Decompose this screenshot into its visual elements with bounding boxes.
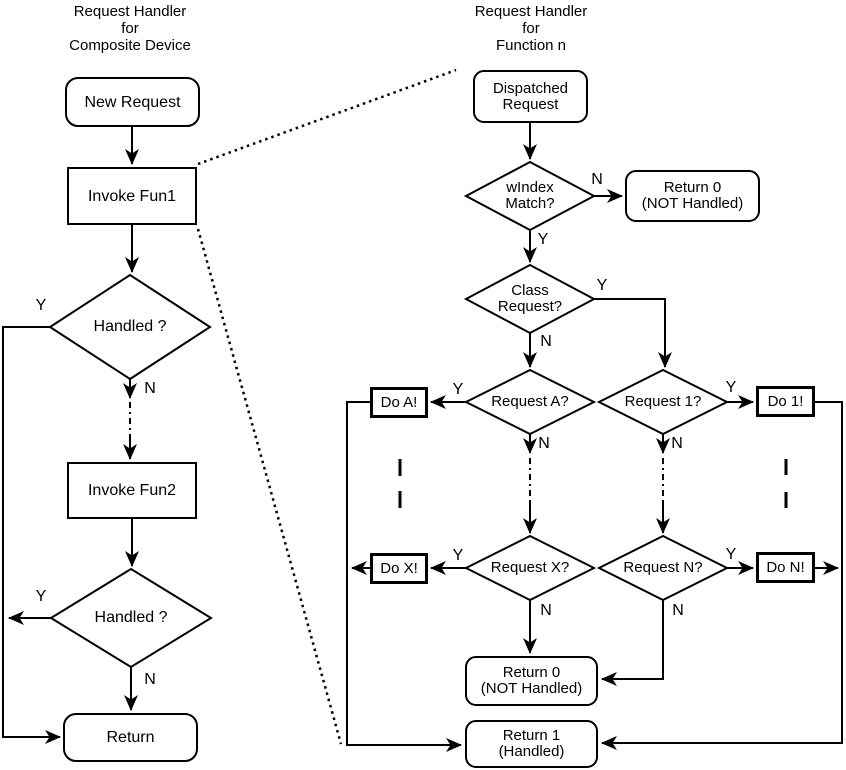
node-invoke-fun1: Invoke Fun1: [67, 167, 197, 225]
branch-label-class-no: N: [540, 333, 552, 350]
edge-handled1-yes-to-return: [2, 326, 61, 744]
branch-label-request1-yes: Y: [725, 379, 737, 396]
node-do-1: Do 1!: [756, 386, 815, 417]
node-return1: Return 1 (Handled): [465, 720, 598, 768]
branch-label-requesta-yes: Y: [452, 381, 464, 398]
node-request-a-label: Request A?: [491, 393, 569, 410]
node-request-n-label: Request N?: [623, 559, 703, 576]
edge-do1-collector-to-return1: [601, 401, 843, 750]
node-return0-top: Return 0 (NOT Handled): [625, 170, 760, 222]
edge-class-yes-to-request1: [594, 298, 672, 368]
node-handled-2-label: Handled ?: [94, 609, 168, 626]
right-chart-title: Request Handler for Function n: [474, 3, 588, 54]
node-return: Return: [63, 713, 198, 762]
branch-label-requestn-no: N: [672, 602, 684, 619]
branch-label-windex-yes: Y: [537, 231, 549, 248]
diamond-request-n: [596, 534, 730, 602]
edge-requestn-no-to-return0: [601, 600, 664, 686]
node-request-1-label: Request 1?: [624, 393, 702, 410]
expansion-dotted-bottom: [196, 228, 343, 745]
diamond-handled-1: [48, 273, 212, 381]
branch-label-handled1-yes: Y: [35, 297, 47, 314]
branch-label-handled2-no: N: [144, 671, 156, 688]
node-windex-match-label: wIndex Match?: [505, 179, 555, 212]
branch-label-windex-no: N: [591, 171, 603, 188]
branch-label-requestx-yes: Y: [452, 547, 464, 564]
branch-label-requestn-yes: Y: [725, 546, 737, 563]
expansion-dotted-top: [197, 68, 457, 166]
node-invoke-fun2: Invoke Fun2: [67, 462, 197, 519]
diamond-handled-2: [49, 567, 213, 669]
diamond-windex-match: [463, 160, 597, 232]
branch-label-handled2-yes: Y: [35, 588, 47, 605]
node-dispatched-request: Dispatched Request: [473, 70, 588, 123]
branch-label-class-yes: Y: [596, 277, 608, 294]
node-handled-1-label: Handled ?: [93, 318, 167, 335]
node-class-request-label: Class Request?: [497, 282, 563, 315]
node-request-x-label: Request X?: [490, 559, 570, 576]
node-do-n: Do N!: [756, 552, 815, 583]
branch-label-handled1-no: N: [144, 380, 156, 397]
node-do-x: Do X!: [370, 553, 428, 584]
node-new-request: New Request: [65, 77, 200, 127]
node-do-a: Do A!: [370, 387, 428, 418]
diamond-request-1: [596, 368, 730, 436]
diamond-request-a: [463, 368, 597, 436]
branch-label-request1-no: N: [671, 435, 683, 452]
diamond-request-x: [463, 534, 597, 602]
diamond-class-request: [463, 263, 597, 335]
left-chart-title: Request Handler for Composite Device: [69, 3, 191, 54]
node-return0-bottom: Return 0 (NOT Handled): [465, 656, 598, 706]
edge-doa-collector-to-return1: [346, 401, 462, 752]
branch-label-requestx-no: N: [540, 602, 552, 619]
branch-label-requesta-no: N: [538, 435, 550, 452]
